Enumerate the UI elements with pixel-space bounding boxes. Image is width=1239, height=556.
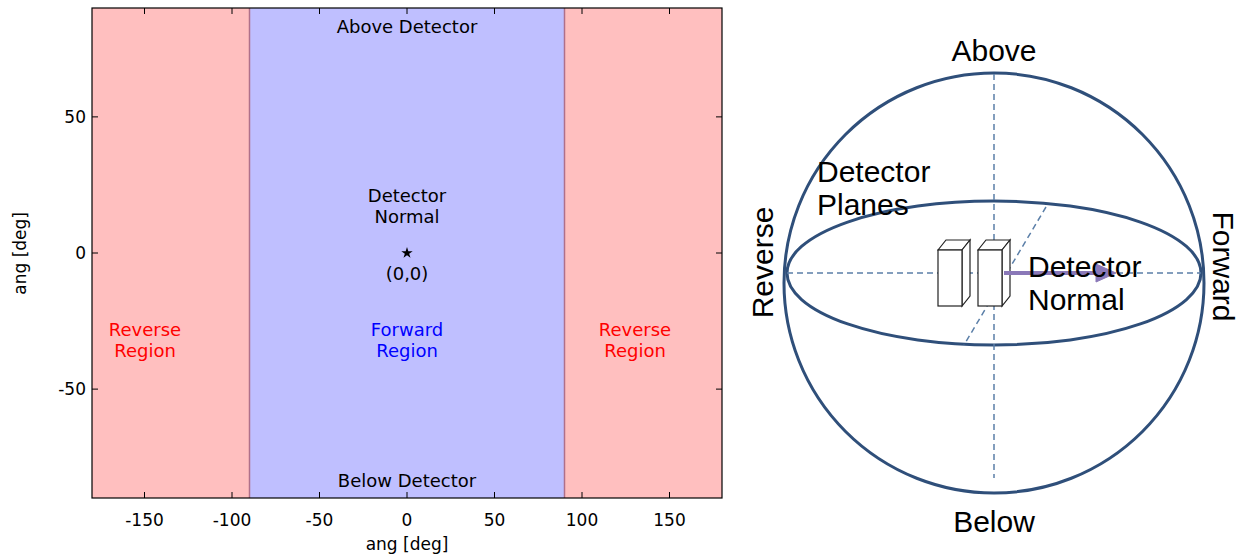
region-boundary <box>249 8 251 498</box>
tick-mark <box>144 8 145 14</box>
tick-mark <box>232 492 233 498</box>
region-text: Reverse Region <box>100 320 190 361</box>
tick-mark <box>407 492 408 498</box>
equator-ellipse <box>787 201 1201 345</box>
tick-mark <box>319 492 320 498</box>
tick-mark <box>582 492 583 498</box>
tick-mark <box>494 8 495 14</box>
tick-mark <box>92 253 98 254</box>
sphere-label: Reverse <box>747 206 780 318</box>
tick-mark <box>407 8 408 14</box>
region-text: (0,0) <box>367 264 447 285</box>
detector-planes <box>938 240 1010 306</box>
axes-frame <box>92 8 722 498</box>
axis-label: ang [deg] <box>11 212 30 295</box>
tick-label: 0 <box>75 244 86 263</box>
region-text: Detector Normal <box>357 186 457 227</box>
sphere-label: Detector Planes <box>817 155 967 221</box>
axis-dashes <box>787 74 1201 478</box>
tick-label: -50 <box>58 380 86 399</box>
region-text: Reverse Region <box>590 320 680 361</box>
tick-label: -50 <box>306 511 334 530</box>
tick-mark <box>232 8 233 14</box>
tick-mark <box>494 492 495 498</box>
tick-mark <box>92 116 98 117</box>
tick-mark <box>144 492 145 498</box>
plane-side <box>962 240 970 306</box>
region-boundary <box>564 8 566 498</box>
reverse-band: Reverse Region <box>92 8 250 498</box>
tick-mark <box>582 8 583 14</box>
tick-label: 50 <box>484 511 506 530</box>
axes <box>92 8 722 498</box>
region-text: Forward Region <box>357 320 457 361</box>
sphere-label: Forward <box>1207 211 1239 321</box>
reverse-band: Reverse Region <box>565 8 723 498</box>
tick-label: -150 <box>125 511 164 530</box>
forward-band: Above DetectorDetector Normal (0,0) Forwar… <box>250 8 565 498</box>
sphere-label: Detector Normal <box>1028 250 1178 316</box>
plane-front <box>978 250 1002 306</box>
tick-mark <box>716 253 722 254</box>
plane-front <box>938 250 962 306</box>
tick-label: 50 <box>64 108 86 127</box>
axis-label: ang [deg] <box>366 535 449 554</box>
sphere-label: Above <box>951 34 1036 67</box>
tick-mark <box>669 8 670 14</box>
sphere-label: Below <box>953 505 1035 538</box>
region-text: Below Detector <box>277 471 537 492</box>
tick-mark <box>92 389 98 390</box>
tick-label: 0 <box>402 511 413 530</box>
sphere-outline <box>784 73 1204 493</box>
tick-label: -100 <box>213 511 252 530</box>
tick-mark <box>669 492 670 498</box>
tick-label: 150 <box>653 511 685 530</box>
tick-mark <box>716 116 722 117</box>
region-text: Above Detector <box>277 17 537 38</box>
tick-mark <box>716 389 722 390</box>
tick-label: 100 <box>566 511 598 530</box>
tick-mark <box>319 8 320 14</box>
sphere <box>784 73 1204 493</box>
normal-star <box>401 247 412 258</box>
